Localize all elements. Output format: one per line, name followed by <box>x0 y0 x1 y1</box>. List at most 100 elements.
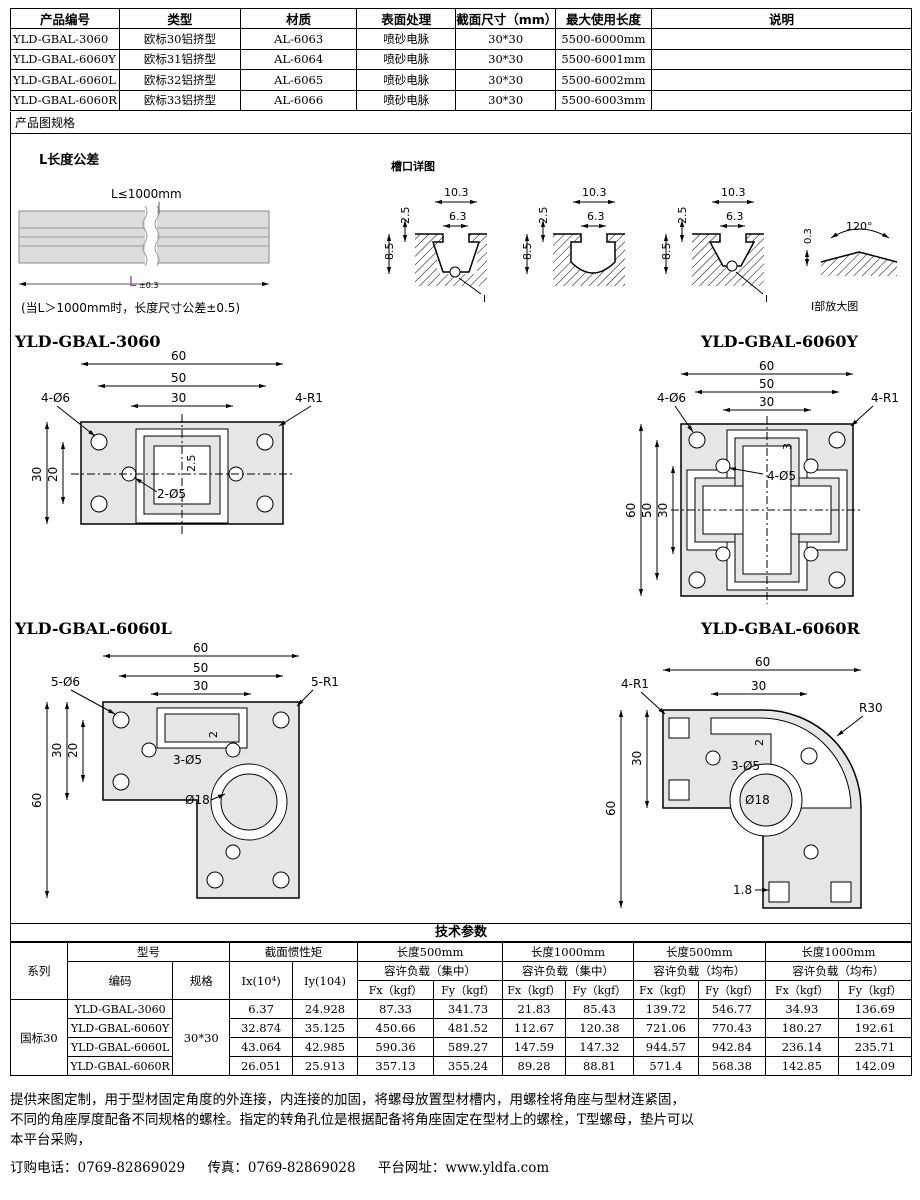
h-iy: Iy(104) <box>292 961 358 1000</box>
dim-label: 60 <box>604 801 618 816</box>
value-cell: 546.77 <box>697 999 766 1019</box>
slot-I-mark: I <box>765 294 768 305</box>
table-row: YLD-GBAL-6060Y 欧标31铝挤型 AL-6064 喷砂电脉 30*3… <box>10 48 913 70</box>
product-note <box>650 89 913 111</box>
detail-angle: 120° <box>846 220 873 233</box>
value-cell: 571.4 <box>632 1056 699 1076</box>
h-len500: 长度500mm <box>632 942 766 962</box>
dim-label: 4-R1 <box>871 391 899 405</box>
L-mark: L <box>129 275 137 290</box>
product-surface: 喷砂电脉 <box>356 69 457 91</box>
dim-label: R30 <box>859 701 883 715</box>
iy-cell: 25.913 <box>292 1056 358 1076</box>
product-table-header: 产品编号 类型 材质 表面处理 截面尺寸（mm） 最大使用长度 说明 <box>10 8 913 29</box>
dim-label: 2 <box>753 739 766 746</box>
iy-cell: 35.125 <box>292 1018 358 1038</box>
product-material: AL-6065 <box>239 69 358 91</box>
slot-dim: 10.3 <box>721 186 746 199</box>
h-len1000: 长度1000mm <box>764 942 913 962</box>
h-spec: 规格 <box>172 961 231 1000</box>
h-inertia: 截面惯性矩 <box>229 942 358 962</box>
table-row: YLD-GBAL-6060R 欧标33铝挤型 AL-6066 喷砂电脉 30*3… <box>10 89 913 111</box>
value-cell: 568.38 <box>697 1056 766 1076</box>
product-section: 30*30 <box>455 28 557 50</box>
detail-I-view: 120° 0.3 I部放大图 <box>803 220 898 313</box>
product-type: 欧标31铝挤型 <box>118 48 241 70</box>
product-length: 5500-6003mm <box>555 89 652 111</box>
dim-label: 3 <box>781 443 794 450</box>
ix-cell: 32.874 <box>229 1018 294 1038</box>
ix-cell: 26.051 <box>229 1056 294 1076</box>
h-fy: Fy（kgf） <box>697 980 766 1000</box>
fax: 传真：0769-82869028 <box>207 1160 356 1176</box>
product-note <box>650 28 913 50</box>
dim-label: 5-Ø6 <box>51 675 80 689</box>
value-cell: 87.33 <box>356 999 435 1019</box>
product-section: 30*30 <box>455 48 557 70</box>
h-series: 系列 <box>10 942 68 1000</box>
series-cell: 国标30 <box>10 999 68 1076</box>
value-cell: 147.59 <box>502 1037 566 1057</box>
dim-label: 4-R1 <box>295 391 323 405</box>
dim-label: 50 <box>193 661 208 675</box>
profile-bar-icon <box>18 202 270 287</box>
value-cell: 85.43 <box>564 999 634 1019</box>
dim-label: 4-Ø6 <box>41 391 70 405</box>
dim-label: 4-Ø6 <box>657 391 686 405</box>
product-code: YLD-GBAL-6060Y <box>10 48 120 70</box>
dim-label: 50 <box>171 371 186 385</box>
h-fy: Fy（kgf） <box>564 980 634 1000</box>
value-cell: 235.71 <box>837 1037 913 1057</box>
dim-label: 60 <box>30 793 44 808</box>
dim-label: 60 <box>755 655 770 669</box>
contact-line: 订购电话：0769-82869029 传真：0769-82869028 平台网址… <box>10 1158 912 1178</box>
h-len500: 长度500mm <box>356 942 504 962</box>
product-length: 5500-6002mm <box>555 69 652 91</box>
code-cell: YLD-GBAL-6060R <box>66 1056 174 1076</box>
dim-label: 30 <box>171 391 186 405</box>
product-type: 欧标30铝挤型 <box>118 28 241 50</box>
product-material: AL-6066 <box>239 89 358 111</box>
product-material: AL-6063 <box>239 28 358 50</box>
slot-dim: 6.3 <box>587 210 605 223</box>
tolerance-title: L长度公差 <box>39 152 99 168</box>
table-row: YLD-GBAL-6060L 欧标32铝挤型 AL-6065 喷砂电脉 30*3… <box>10 69 913 91</box>
h-load: 容许负载（均布） <box>632 961 766 981</box>
dim-label: 30 <box>656 503 670 518</box>
table-row: YLD-GBAL-6060R 26.051 25.913 357.13 355.… <box>11 1056 913 1076</box>
value-cell: 481.52 <box>433 1018 504 1038</box>
website[interactable]: 平台网址：www.yldfa.com <box>377 1160 550 1176</box>
footer-line: 提供来图定制，用于型材固定角度的外连接，内连接的加固，将螺母放置型材槽内，用螺栓… <box>10 1092 685 1108</box>
value-cell: 180.27 <box>764 1018 839 1038</box>
h-load: 容许负载（集中） <box>502 961 634 981</box>
h-model: 型号 <box>66 942 231 962</box>
dim-label: 3-Ø5 <box>731 759 760 773</box>
product-note <box>650 69 913 91</box>
value-cell: 89.28 <box>502 1056 566 1076</box>
value-cell: 590.36 <box>356 1037 435 1057</box>
order-phone: 订购电话：0769-82869029 <box>10 1160 186 1176</box>
dim-label: 20 <box>66 743 80 758</box>
value-cell: 357.13 <box>356 1056 435 1076</box>
value-cell: 139.72 <box>632 999 699 1019</box>
product-surface: 喷砂电脉 <box>356 89 457 111</box>
L-tolerance: ±0.3 <box>139 281 158 290</box>
value-cell: 34.93 <box>764 999 839 1019</box>
value-cell: 142.09 <box>837 1056 913 1076</box>
table-row: YLD-GBAL-6060Y 32.874 35.125 450.66 481.… <box>11 1018 913 1038</box>
dim-label: 20 <box>46 467 60 482</box>
spec-cell: 30*30 <box>172 999 231 1076</box>
product-surface: 喷砂电脉 <box>356 48 457 70</box>
col-header: 说明 <box>650 8 913 29</box>
datasheet-page: 产品编号 类型 材质 表面处理 截面尺寸（mm） 最大使用长度 说明 YLD-G… <box>10 8 913 1196</box>
tech-title: 技术参数 <box>10 924 912 942</box>
drawing-area: L长度公差 L≤1000mm L ±0.3 (当L＞1000mm时，长度尺寸公差… <box>10 134 912 924</box>
slot-detail: 10.3 6.3 2.5 8.5 <box>521 186 625 286</box>
product-note <box>650 48 913 70</box>
h-fx: Fx（kgf） <box>502 980 566 1000</box>
col-header: 表面处理 <box>356 8 457 29</box>
table-row: 国标30 YLD-GBAL-3060 30*30 6.37 24.928 87.… <box>10 999 913 1076</box>
h-ix: Ix(10⁴) <box>229 961 294 1000</box>
product-type: 欧标32铝挤型 <box>118 69 241 91</box>
h-load: 容许负载（均布） <box>764 961 913 981</box>
